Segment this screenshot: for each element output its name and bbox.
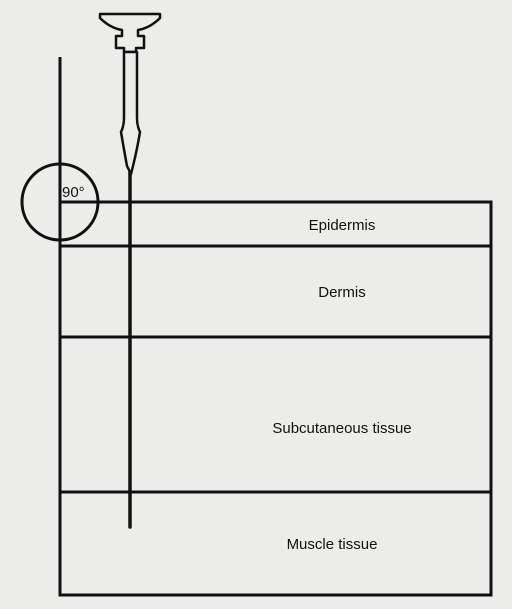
needle-barrel (119, 50, 142, 176)
layer-label-epidermis: Epidermis (309, 217, 376, 234)
angle-label: 90° (62, 184, 85, 201)
tissue-block-outline (58, 200, 493, 597)
layer-label-subcutaneous: Subcutaneous tissue (272, 420, 411, 437)
layer-label-dermis: Dermis (318, 284, 366, 301)
angle-indicator-circle (20, 162, 100, 242)
needle-hub (98, 12, 162, 54)
layer-label-muscle: Muscle tissue (287, 536, 378, 553)
needle-icon (98, 12, 162, 529)
